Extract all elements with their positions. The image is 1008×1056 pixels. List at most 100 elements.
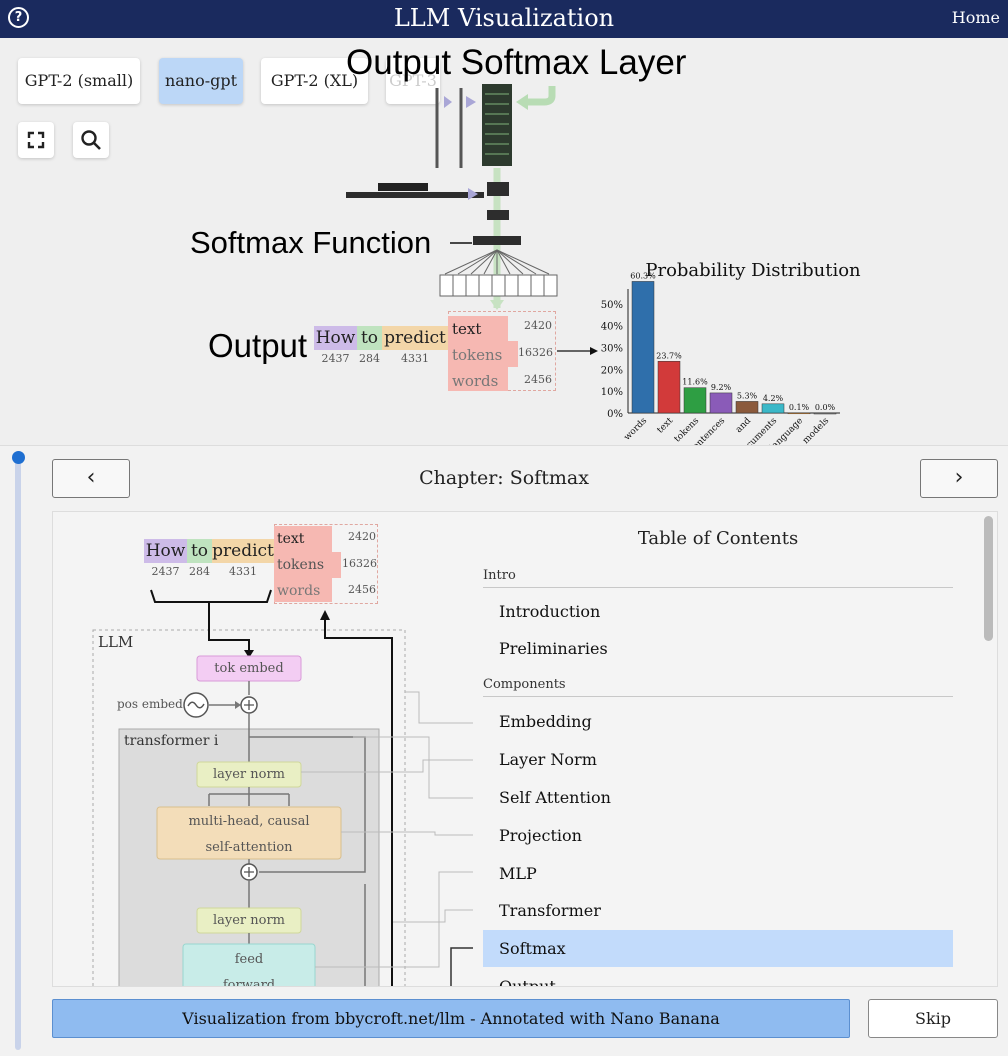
- progress-handle[interactable]: [12, 451, 25, 464]
- skip-connection-1: [249, 736, 366, 873]
- residual-stream-lines: [435, 88, 463, 168]
- y-tick-label: 30%: [601, 344, 623, 355]
- lm-head-arrow: [468, 188, 478, 200]
- token-how: How 2437: [314, 326, 357, 365]
- visualization-canvas[interactable]: GPT-2 (small) nano-gpt GPT-2 (XL) GPT-3: [0, 38, 1008, 446]
- diagram-token-to: to 284: [187, 539, 212, 578]
- bar-value-label: 0.0%: [815, 403, 836, 412]
- fullscreen-button[interactable]: [18, 122, 54, 158]
- search-button[interactable]: [73, 122, 109, 158]
- toc-item-self-attention[interactable]: Self Attention: [499, 788, 611, 807]
- qkv-split: [208, 787, 290, 806]
- credit-banner[interactable]: Visualization from bbycroft.net/llm - An…: [52, 999, 850, 1038]
- bar-value-label: 4.2%: [763, 394, 784, 403]
- toc-item-layer-norm[interactable]: Layer Norm: [499, 750, 597, 769]
- diagram-pos-embed: pos embed: [117, 697, 183, 711]
- pos-arrowhead: [235, 701, 241, 709]
- brace-to-embed: [208, 602, 250, 652]
- candidate-word-words: words: [452, 372, 499, 390]
- help-icon[interactable]: ?: [8, 7, 29, 28]
- candidate-id-tokens: 16326: [518, 346, 553, 359]
- candidate-text: [448, 316, 508, 341]
- y-tick-label: 40%: [601, 322, 623, 333]
- diagram-candidate-id-1: 2420: [348, 530, 376, 543]
- down-arrowhead: [490, 300, 504, 310]
- home-link[interactable]: Home: [951, 8, 1000, 27]
- toc-item-introduction[interactable]: Introduction: [499, 602, 601, 621]
- toc-item-preliminaries[interactable]: Preliminaries: [499, 639, 608, 658]
- model-button-gpt2-xl[interactable]: GPT-2 (XL): [261, 58, 368, 104]
- app-title: LLM Visualization: [393, 4, 615, 32]
- candidate-word-text: text: [452, 320, 482, 338]
- output-pointer-arrowhead: [590, 347, 598, 355]
- x-tick-label: models: [801, 416, 831, 446]
- skip-button[interactable]: Skip: [868, 999, 998, 1038]
- diagram-attention-line-1: multi-head, causal: [188, 814, 310, 829]
- return-arrowhead: [320, 610, 330, 620]
- toc-item-transformer[interactable]: Transformer: [499, 901, 601, 920]
- toc-item-softmax[interactable]: Softmax: [483, 930, 953, 967]
- add-node-1-plus: [244, 700, 254, 710]
- token-predict: predict 4331: [382, 326, 448, 372]
- toc-item-embedding[interactable]: Embedding: [499, 712, 592, 731]
- lm-head-bar: [346, 192, 484, 198]
- layer-block-1: [487, 182, 509, 196]
- y-tick-label: 50%: [601, 300, 623, 311]
- toc-item-output[interactable]: Output: [499, 977, 556, 987]
- y-tick-label: 20%: [601, 365, 623, 376]
- next-chapter-button[interactable]: ›: [920, 459, 998, 498]
- candidate-id-words: 2456: [524, 373, 552, 386]
- residual-return-path: [324, 616, 393, 986]
- annotation-softmax-function: Softmax Function: [190, 225, 432, 260]
- x-tick-label: text: [656, 416, 676, 436]
- fanout-lines: [444, 249, 550, 275]
- chart-bar: [709, 392, 733, 414]
- diagram-transformer-label: transformer i: [124, 733, 219, 749]
- progress-track[interactable]: [15, 460, 21, 1050]
- chart-bar: [761, 403, 785, 414]
- toc-item-mlp[interactable]: MLP: [499, 864, 537, 883]
- app-header: ? LLM Visualization Home: [0, 0, 1008, 38]
- token-to: to 284: [357, 326, 382, 365]
- embed-arrowhead: [244, 650, 254, 658]
- chart-bar: [787, 412, 811, 415]
- x-tick-label: words: [622, 416, 649, 443]
- chapter-content: How 2437 to 284 predict 4331 text tokens…: [52, 511, 998, 987]
- y-tick-label: 0%: [607, 409, 623, 420]
- model-button-gpt2-small[interactable]: GPT-2 (small): [18, 58, 140, 104]
- chart-bar: [683, 387, 707, 414]
- diagram-candidate-bg-3: [274, 578, 332, 602]
- candidate-word-tokens: tokens: [452, 346, 503, 364]
- diagram-feed-line-1: feed: [234, 952, 264, 967]
- lm-head-label-box: [378, 183, 428, 191]
- candidate-tokens-bg: [448, 341, 518, 367]
- diagram-attention-line-2: self-attention: [205, 840, 293, 855]
- feed-forward-box: [182, 943, 316, 986]
- diagram-tok-embed: tok embed: [214, 661, 284, 676]
- prev-chapter-button[interactable]: ‹: [52, 459, 130, 498]
- model-button-nano-gpt[interactable]: nano-gpt: [159, 58, 243, 104]
- fullscreen-icon: [27, 131, 45, 149]
- softmax-block-texture: [485, 93, 509, 155]
- annotation-output-softmax-layer: Output Softmax Layer: [346, 43, 687, 82]
- diagram-token-how: How 2437: [144, 539, 187, 578]
- toc-title: Table of Contents: [637, 528, 799, 549]
- diagram-candidate-id-3: 2456: [348, 583, 376, 596]
- bar-value-label: 23.7%: [656, 351, 682, 360]
- toc-connector-lines: [301, 691, 473, 968]
- layer-block-2: [487, 210, 509, 220]
- feedback-arrowhead: [516, 94, 528, 110]
- model-button-gpt3[interactable]: GPT-3: [386, 58, 440, 104]
- diagram-token-predict: predict 4331: [212, 539, 274, 578]
- bar-value-label: 9.2%: [711, 383, 732, 392]
- probability-chart: Probability Distribution 50% 40% 30% 20% 10% 0…: [601, 260, 861, 446]
- chart-title: Probability Distribution: [645, 260, 861, 281]
- annotation-output: Output: [208, 327, 308, 364]
- content-scrollbar[interactable]: [984, 516, 993, 641]
- toc-item-projection[interactable]: Projection: [499, 826, 582, 845]
- probability-cells: [439, 274, 558, 297]
- y-tick-label: 10%: [601, 387, 623, 398]
- input-arrows: [444, 96, 476, 108]
- toc-section-components: Components: [483, 677, 566, 692]
- gpt-diagram: [92, 589, 473, 986]
